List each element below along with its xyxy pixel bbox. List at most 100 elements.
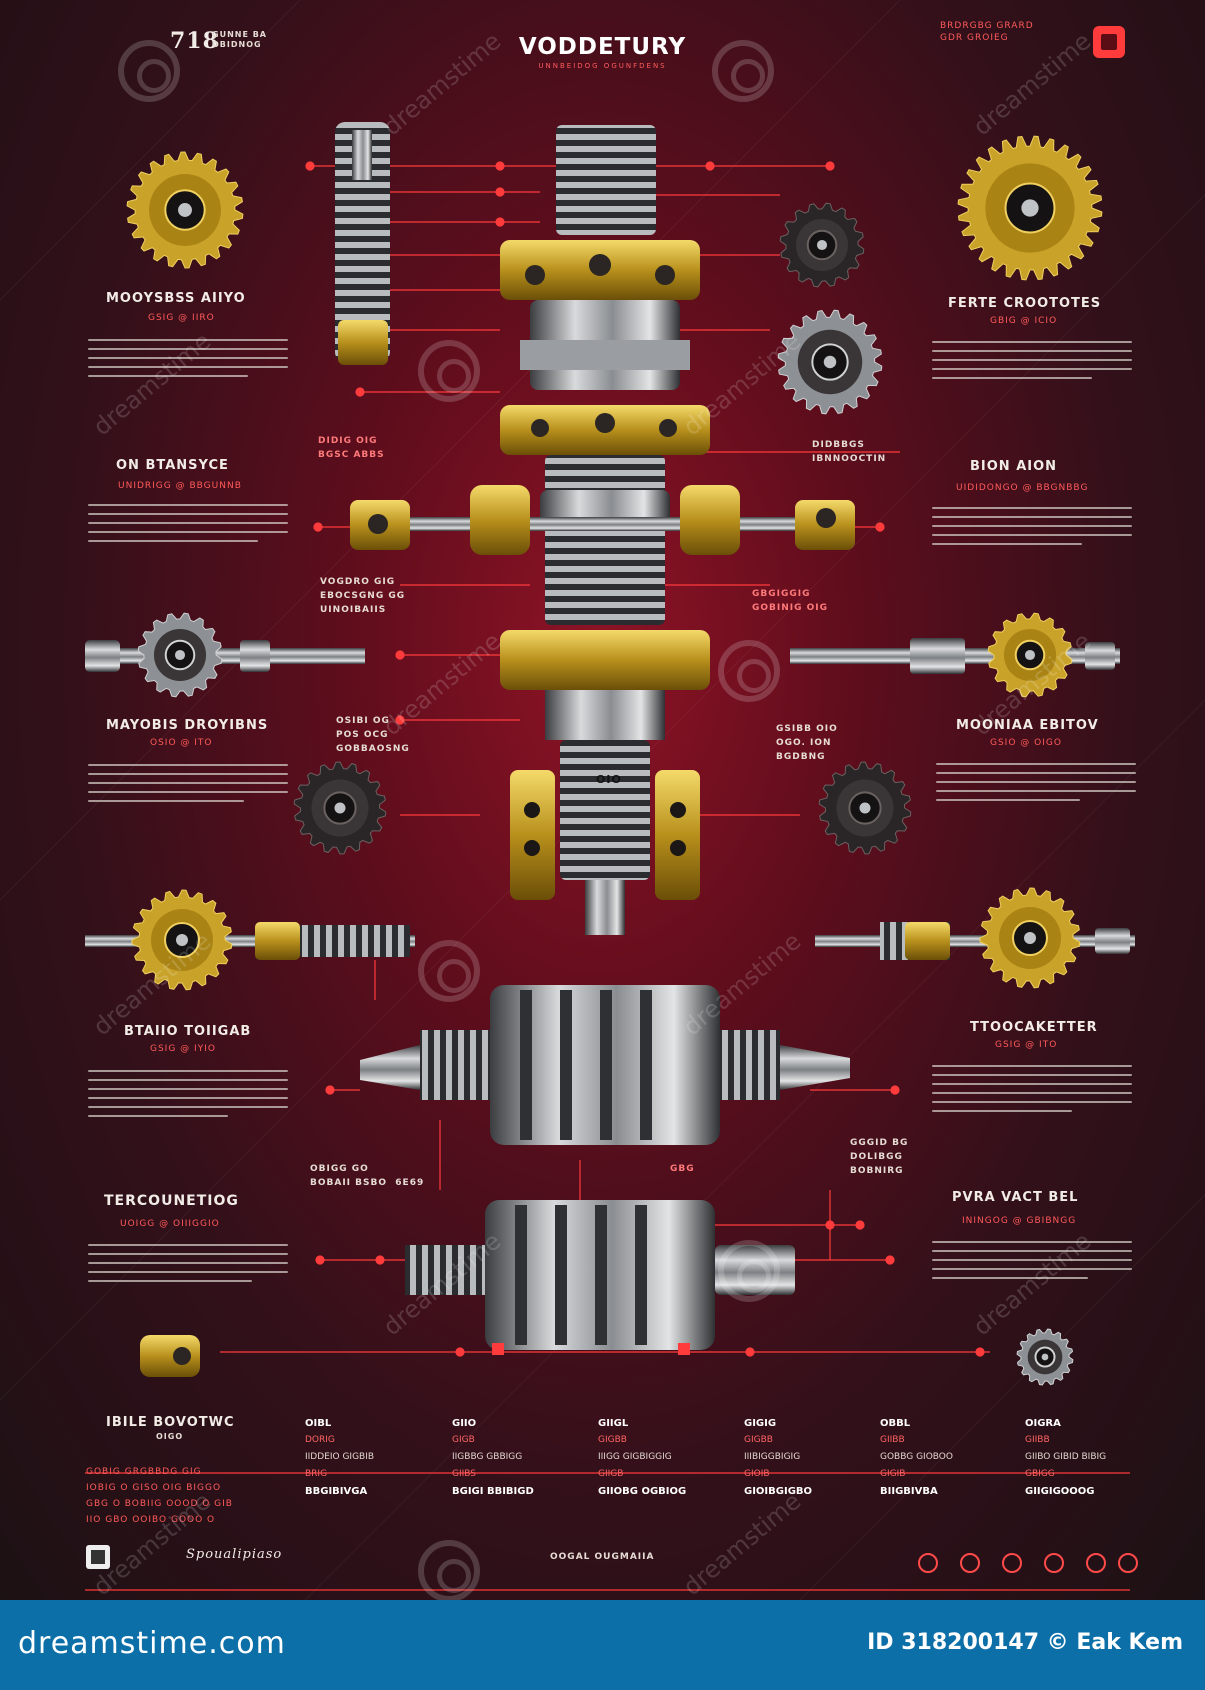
column-cell: GIGBB <box>598 1435 627 1445</box>
watermark-spiral-icon <box>712 40 774 102</box>
column-cell: IIDDEIO GIGBIB <box>305 1452 375 1462</box>
gear-icon <box>137 612 223 698</box>
poster-subtitle: UNNBEIDOG OGUNFDENS <box>538 62 667 70</box>
callout-label: GBGIGGIG GOBINIG OIG <box>752 589 829 613</box>
column-cell: BGIGI BBIBIGD <box>452 1486 534 1497</box>
section-subheading: UIDIDONGO @ BBGNBBG <box>956 483 1089 493</box>
section-text-block <box>88 757 288 802</box>
gear-icon <box>957 135 1103 281</box>
column-cell: GIGBB <box>744 1435 773 1445</box>
badge-icon <box>86 1545 110 1569</box>
mechanical-diagram <box>0 0 1205 1600</box>
callout-label: DIDIG OIG BGSC ABBS <box>318 436 385 460</box>
table-intro-heading: IBILE BOVOTWC <box>106 1415 235 1430</box>
section-subheading: UNIDRIGG @ BBGUNNB <box>118 481 242 491</box>
section-subheading: GSIG @ IIRO <box>148 313 215 323</box>
watermark-spiral-icon <box>418 940 480 1002</box>
callout-label: GGGID BG DOLIBGG BOBNIRG <box>850 1138 909 1176</box>
gear-icon <box>777 309 883 415</box>
section-text-block <box>932 1234 1132 1279</box>
callout-label: GSIBB OIO OGO. ION BGDBNG <box>776 724 838 762</box>
table-intro-row: GBG O BOBIIG OOOD O GIB <box>86 1499 233 1509</box>
gear-icon <box>987 612 1073 698</box>
section-heading: MOONIAA EBITOV <box>956 718 1099 733</box>
column-cell: GIIBS <box>452 1469 477 1479</box>
column-cell: GIIBO GIBID BIBIG <box>1025 1452 1107 1462</box>
gear-icon <box>131 889 233 991</box>
circle-icon <box>1118 1553 1138 1573</box>
section-text-block <box>88 1237 288 1282</box>
column-cell: BRIG <box>305 1469 328 1479</box>
column-cell: GIOIB <box>744 1469 770 1479</box>
callout-label: VOGDRO GIG EBOCSGNG GG UINOIBAIIS <box>320 577 406 615</box>
callout-label: DIDBBGS IBNNOOCTIN <box>812 440 887 464</box>
watermark-spiral-icon <box>418 340 480 402</box>
circle-icon <box>1044 1553 1064 1573</box>
section-heading: MOOYSBSS AIIYO <box>106 291 246 306</box>
section-text-block <box>932 500 1132 545</box>
watermark-spiral-icon <box>718 1240 780 1302</box>
column-cell: GIIBB <box>1025 1435 1050 1445</box>
watermark-spiral-icon <box>418 1540 480 1600</box>
section-text-block <box>88 332 288 377</box>
circle-icon <box>1086 1553 1106 1573</box>
callout-label: OIO <box>596 773 622 786</box>
top-right-icon <box>1093 26 1125 58</box>
section-text-block <box>932 1058 1132 1112</box>
column-cell: GIGIB <box>880 1469 906 1479</box>
table-intro-row: IOBIG O GISO OIG BIGGO <box>86 1483 222 1493</box>
column-cell: GOBBG GIOBOO <box>880 1452 953 1462</box>
column-cell: BIIGBIVBA <box>880 1486 938 1497</box>
section-text-block <box>932 334 1132 379</box>
top-left-number: 718 <box>170 28 219 54</box>
gear-icon <box>126 151 244 269</box>
column-cell: GBIGG <box>1025 1469 1055 1479</box>
top-right-text: BRDRGBG GRARD GDR GROIEG <box>940 21 1034 43</box>
section-text-block <box>936 756 1136 801</box>
section-heading: BION AION <box>970 459 1058 474</box>
section-heading: TTOOCAKETTER <box>970 1020 1098 1035</box>
circle-icon <box>1002 1553 1022 1573</box>
section-subheading: GSIG @ IYIO <box>150 1044 216 1054</box>
column-header: OBBL <box>880 1418 911 1429</box>
stock-footer-bar: dreamstime.com ID 318200147 © Eak Kem <box>0 1600 1205 1690</box>
section-heading: ON BTANSYCE <box>116 458 229 473</box>
horizontal-arm-upper <box>350 485 855 555</box>
column-cell: GIIOBG OGBIOG <box>598 1486 687 1497</box>
section-subheading: GSIO @ OIGO <box>990 738 1062 748</box>
top-left-text: GUNNE BA OBIDNOG <box>212 30 267 49</box>
column-header: OIBL <box>305 1418 332 1429</box>
table-column: OBBL GIIBB GOBBG GIOBOO GIGIB BIIGBIVBA <box>880 1415 1010 1500</box>
gear-icon <box>779 202 865 288</box>
signature-text: Spoualipiaso <box>186 1547 283 1562</box>
section-subheading: OSIO @ ITO <box>150 738 213 748</box>
column-cell: DORIG <box>305 1435 335 1445</box>
gear-icon <box>293 761 387 855</box>
section-heading: MAYOBIS DROYIBNS <box>106 718 269 733</box>
section-subheading: ININGOG @ GBIBNGG <box>962 1216 1077 1226</box>
watermark-spiral-icon <box>718 640 780 702</box>
section-text-block <box>88 1063 288 1117</box>
gear-icon <box>818 761 912 855</box>
footer-image-id: ID 318200147 © Eak Kem <box>867 1630 1183 1655</box>
poster-title: VODDETURY <box>518 34 687 60</box>
column-cell: GIGB <box>452 1435 475 1445</box>
section-heading: TERCOUNETIOG <box>104 1193 239 1209</box>
table-column: GIIO GIGB IIGBBG GBBIGG GIIBS BGIGI BBIB… <box>452 1415 582 1500</box>
table-column: GIIGL GIGBB IIIGG GIGBIGGIG GIIGB GIIOBG… <box>598 1415 728 1500</box>
table-intro-row: GOBIG GRGBBDG GIG <box>86 1467 202 1477</box>
column-cell: IIGBBG GBBIGG <box>452 1452 523 1462</box>
section-subheading: GSIG @ ITO <box>995 1040 1058 1050</box>
column-header: GIGIG <box>744 1418 777 1429</box>
column-cell: GIOIBGIGBO <box>744 1486 813 1497</box>
section-heading: PVRA VACT BEL <box>952 1190 1079 1205</box>
column-header: OIGRA <box>1025 1418 1061 1429</box>
column-cell: IIIGG GIGBIGGIG <box>598 1452 672 1462</box>
gear-icon <box>979 887 1081 989</box>
table-column: OIGRA GIIBB GIIBO GIBID BIBIG GBIGG GIIG… <box>1025 1415 1145 1500</box>
column-header: GIIO <box>452 1418 477 1429</box>
red-marker <box>492 1343 504 1355</box>
callout-label: GBG <box>670 1164 695 1174</box>
circle-icon <box>960 1553 980 1573</box>
section-subheading: GBIG @ ICIO <box>990 316 1058 326</box>
